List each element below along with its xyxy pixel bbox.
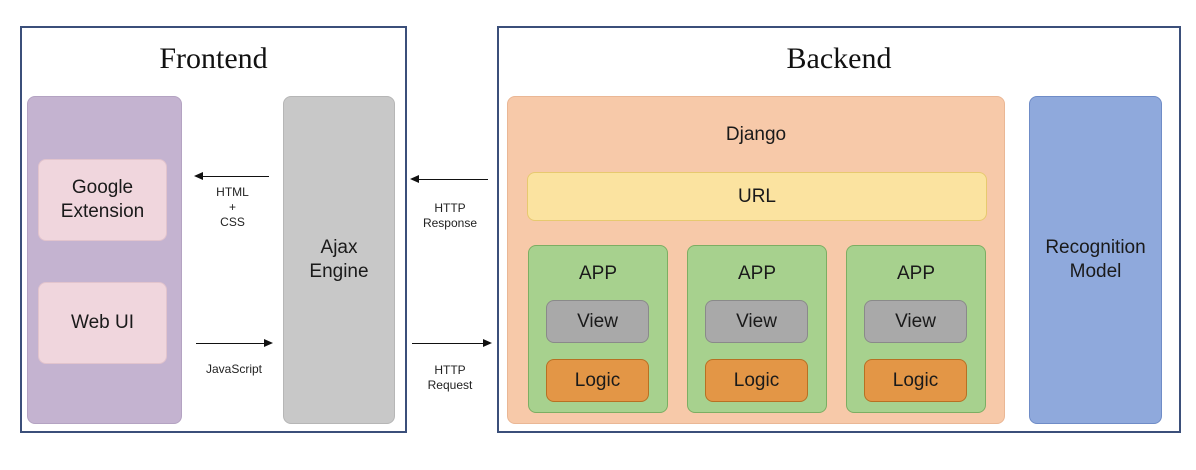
app-label: APP <box>896 263 936 284</box>
http-response-line1: HTTP <box>434 201 466 215</box>
http-request-line1: HTTP <box>434 363 466 377</box>
frontend-title: Frontend <box>159 42 268 75</box>
view-box: View <box>864 300 967 343</box>
django-label: Django <box>725 124 787 145</box>
backend-title: Backend <box>786 42 892 75</box>
web-ui-label: Web UI <box>70 312 134 333</box>
plus-label: + <box>228 200 236 214</box>
http-request-arrow <box>412 338 492 347</box>
google-extension-label: Google Extension <box>60 177 145 222</box>
ajax-engine-label: Ajax Engine <box>309 237 369 282</box>
ajax-engine-box: Ajax Engine <box>283 96 395 424</box>
javascript-arrow <box>196 338 273 347</box>
html-css-label: HTML + CSS <box>196 185 269 230</box>
url-box: URL <box>527 172 987 221</box>
view-box: View <box>705 300 808 343</box>
recognition-model-label: Recognition Model <box>1045 237 1146 282</box>
http-response-line2: Response <box>422 216 478 230</box>
javascript-label: JavaScript <box>205 362 263 376</box>
http-response-arrow <box>410 174 488 183</box>
web-ui-box: Web UI <box>38 282 167 364</box>
app-label: APP <box>578 263 618 284</box>
app-label: APP <box>737 263 777 284</box>
view-box: View <box>546 300 649 343</box>
http-response-label: HTTP Response <box>410 201 490 231</box>
logic-box: Logic <box>546 359 649 402</box>
google-extension-box: Google Extension <box>38 159 167 241</box>
logic-box: Logic <box>864 359 967 402</box>
css-label: CSS <box>220 215 245 229</box>
http-request-line2: Request <box>427 378 473 392</box>
recognition-model-box: Recognition Model <box>1029 96 1162 424</box>
http-request-label: HTTP Request <box>410 363 490 393</box>
html-label: HTML <box>216 185 249 199</box>
logic-box: Logic <box>705 359 808 402</box>
frontend-client-column <box>27 96 182 424</box>
html-css-arrow <box>194 171 269 180</box>
url-label: URL <box>737 185 776 207</box>
